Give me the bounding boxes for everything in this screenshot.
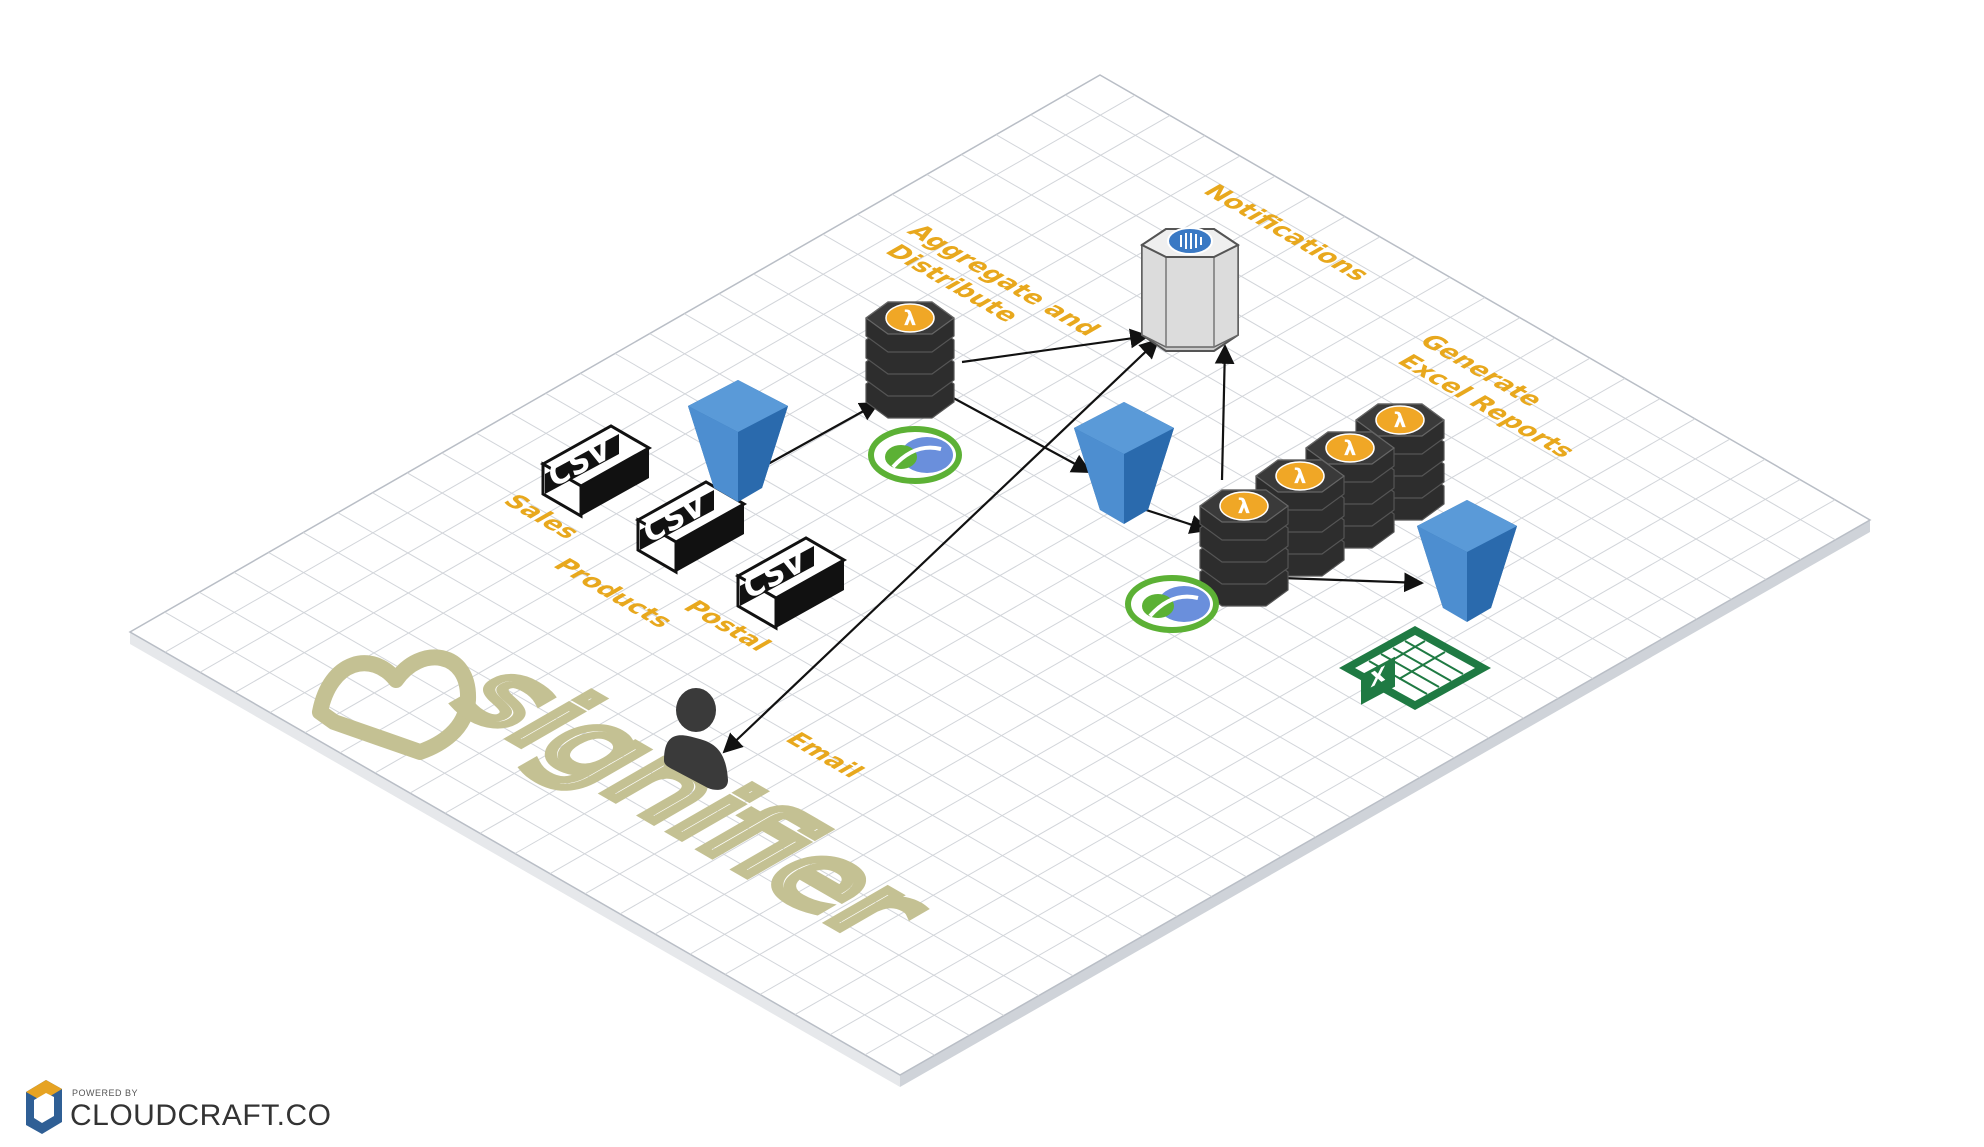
lambda-function-icon: λ <box>864 301 956 419</box>
lambda-symbol: λ <box>1238 494 1251 518</box>
clojure-logo-icon <box>1125 575 1219 633</box>
lambda-symbol: λ <box>1344 436 1357 460</box>
excel-file-icon: X <box>1339 626 1491 710</box>
cloudcraft-footer[interactable]: POWERED BY CLOUDCRAFT.CO <box>22 1078 331 1136</box>
lambda-symbol: λ <box>1294 464 1307 488</box>
lambda-symbol: λ <box>904 306 917 330</box>
powered-by-text: POWERED BY <box>72 1088 139 1098</box>
user-icon <box>664 688 728 790</box>
lambda-symbol: λ <box>1394 408 1407 432</box>
s3-bucket-icon <box>1074 402 1174 524</box>
arrow-notifications-email <box>722 338 1160 754</box>
sns-topic-icon <box>1140 227 1240 352</box>
cloudcraft-logo-icon <box>26 1080 62 1134</box>
s3-buckets <box>688 380 1517 622</box>
cloudcraft-brand: CLOUDCRAFT.CO <box>70 1099 332 1132</box>
excel-badge-text: X <box>1370 662 1386 694</box>
isometric-board <box>128 74 1872 1087</box>
board-side-left <box>130 632 900 1087</box>
flow-arrows <box>722 328 1424 754</box>
logo-heart-mark <box>312 649 476 760</box>
arrow-generate-to-notifications <box>1214 344 1235 481</box>
arrow-generate-to-output-bucket <box>1281 572 1424 593</box>
s3-bucket-icon <box>688 380 788 502</box>
board-side-right <box>900 520 1870 1087</box>
lambda-function-icon: λ <box>1198 489 1290 607</box>
s3-bucket-icon <box>1417 500 1517 622</box>
lambda-functions: λ λ λ λ λ <box>864 301 1446 607</box>
clojure-logo-icon <box>868 426 962 484</box>
excel-badge <box>1361 656 1395 705</box>
clojure-logos <box>868 426 1219 633</box>
